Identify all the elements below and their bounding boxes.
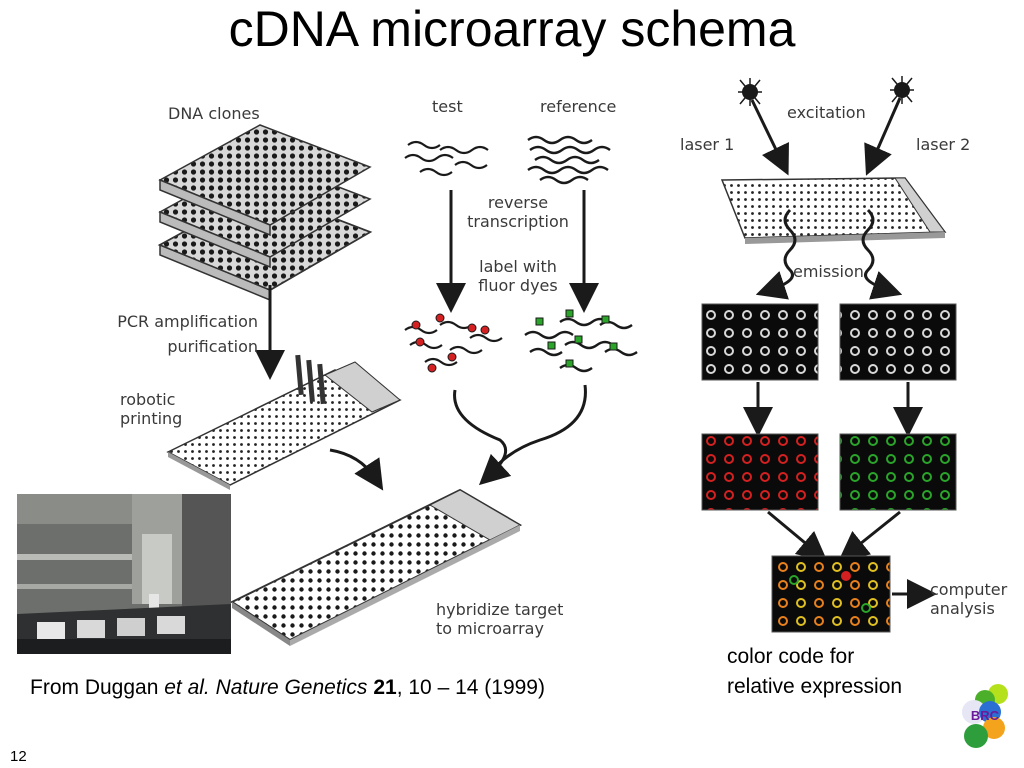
scan-panel-gray-1 [701, 303, 819, 381]
scan-panel-red [701, 433, 819, 511]
label-computer-line2: analysis [930, 599, 995, 619]
label-robotic-line2: printing [120, 409, 183, 429]
label-pcr-line1: PCR amplification [117, 312, 258, 331]
red-labeled-cdna [404, 320, 503, 367]
brc-logo: BRC [960, 682, 1010, 752]
label-hybridize-line2: to microarray [436, 619, 544, 639]
label-test: test [432, 97, 463, 116]
red-dye-dots [411, 313, 490, 373]
scan-panel-merged [771, 555, 891, 633]
robot-photo [17, 494, 231, 654]
label-reverse-transcription: reverse transcription [458, 193, 578, 231]
page-number: 12 [10, 748, 27, 765]
green-dye-dots [535, 309, 618, 368]
color-note-line1: color code for [727, 645, 855, 668]
scan-panel-gray-2 [839, 303, 957, 381]
label-hybridize: hybridize target to microarray [436, 600, 563, 638]
label-label-line1: label with [479, 257, 557, 276]
label-robotic-line1: robotic [120, 390, 176, 409]
label-hybridize-line1: hybridize target [436, 600, 564, 619]
label-pcr-line2: purification [167, 337, 258, 357]
emission-left [755, 208, 797, 300]
test-strands [404, 140, 489, 177]
label-reverse-line1: reverse [487, 193, 549, 212]
slide-title: cDNA microarray schema [228, 1, 796, 57]
label-excitation: excitation [787, 103, 866, 122]
brc-logo-text: BRC [971, 708, 1000, 723]
robot-photo-image [17, 494, 231, 654]
green-labeled-cdna [524, 317, 638, 373]
scanned-slide [720, 177, 947, 244]
citation-prefix: From Duggan [30, 676, 165, 699]
citation-volume: 21 [373, 676, 397, 699]
color-note-line2: relative expression [727, 675, 903, 699]
color-code-note: color code for relative expression [727, 642, 902, 703]
label-computer-analysis: computer analysis [930, 580, 1007, 618]
label-dna-clones: DNA clones [168, 104, 260, 123]
label-computer-line1: computer [930, 580, 1008, 599]
label-laser1: laser 1 [680, 135, 735, 154]
label-pcr: PCR amplification purification [100, 312, 258, 356]
printing-slide [166, 354, 402, 490]
citation-suffix: , 10 – 14 (1999) [396, 676, 545, 699]
label-label-line2: fluor dyes [478, 276, 558, 296]
reference-strands [527, 135, 611, 185]
label-fluor-dyes: label with fluor dyes [462, 257, 574, 295]
brc-logo-image: BRC [962, 684, 1008, 748]
emission-right [861, 208, 903, 300]
laser-sources [742, 82, 910, 100]
citation-journal: et al. Nature Genetics [164, 676, 368, 699]
label-reverse-line2: transcription [467, 212, 569, 232]
scan-panel-green [839, 433, 957, 511]
label-emission: emission [793, 262, 864, 281]
hybridization-slide [229, 488, 523, 646]
label-laser2: laser 2 [916, 135, 971, 154]
dna-clone-plates [157, 124, 373, 302]
label-robotic: robotic printing [120, 390, 182, 428]
label-reference: reference [540, 97, 617, 116]
